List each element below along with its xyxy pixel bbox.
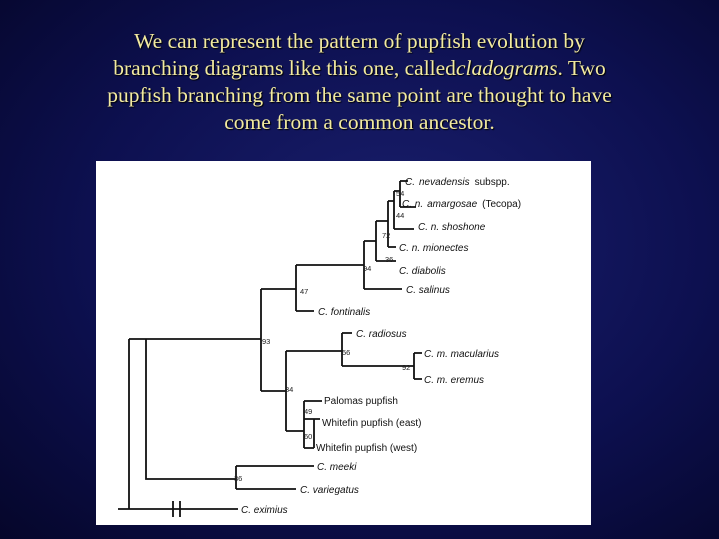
support-value: 94 [363,264,371,273]
node-92-branch [342,352,422,380]
support-value: 36 [234,474,242,483]
taxon-label-amargosae: C. n. amargosae (Tecopa) [402,199,521,210]
support-values: 54 44 72 36 94 47 93 56 92 34 49 60 36 [234,189,410,483]
taxon-label-nevadensis: C. nevadensis subspp. [405,177,510,188]
support-value: 36 [385,255,393,264]
node-47-branch [261,265,314,312]
taxon-label-diabolis: C. diabolis [399,266,446,277]
caption-term-cladograms: cladograms [455,56,558,80]
caption-line-2-start: branching diagrams like this one, called [113,56,456,80]
support-value: 49 [304,407,312,416]
node-94-branch [296,241,402,290]
taxon-label-amargosae-locality: (Tecopa) [482,199,521,210]
caption-line-2: branching diagrams like this one, called… [0,55,719,82]
root-node-branch [118,338,176,510]
node-44-branch [388,191,414,230]
taxon-label-macularius: C. m. macularius [424,349,499,360]
taxon-label-radiosus: C. radiosus [356,329,407,340]
cladogram-figure: 54 44 72 36 94 47 93 56 92 34 49 60 36 C… [96,161,591,525]
taxon-label-nevadensis-species: nevadensis [419,177,470,188]
taxon-label-shoshone: C. n. shoshone [418,222,486,233]
taxon-label-whitefin-west: Whitefin pupfish (west) [316,443,417,454]
node-49-branch [286,400,322,448]
taxon-label-eximius: C. eximius [241,505,288,516]
node-54-branch [394,180,416,208]
taxon-label-nevadensis-genus: C. [405,177,415,188]
taxon-label-nevadensis-rank: subspp. [475,177,510,188]
cladogram-tree: 54 44 72 36 94 47 93 56 92 34 49 60 36 C… [118,177,521,517]
taxon-label-meeki: C. meeki [317,462,357,473]
support-value: 60 [304,432,312,441]
caption-line-1: We can represent the pattern of pupfish … [134,29,585,53]
support-value: 34 [285,385,293,394]
cladogram-branches [118,180,422,517]
taxon-label-eremus: C. m. eremus [424,375,484,386]
taxon-labels: C. nevadensis subspp. C. n. amargosae (Tecop… [241,177,521,516]
slide-caption: We can represent the pattern of pupfish … [0,28,719,136]
node-60-branch [304,418,320,449]
support-value: 56 [342,348,350,357]
caption-line-2-end: . Two [557,56,606,80]
support-value: 47 [300,287,308,296]
taxon-label-palomas: Palomas pupfish [324,396,398,407]
node-36-branch [376,201,396,248]
caption-line-4: come from a common ancestor. [224,110,495,134]
node-34-branch [261,351,287,431]
node-93-branch [146,289,262,391]
node-56-branch [286,332,352,366]
node-72-branch [364,221,396,262]
taxon-label-fontinalis: C. fontinalis [318,307,370,318]
support-value: 72 [382,231,390,240]
taxon-label-mionectes: C. n. mionectes [399,243,468,254]
taxon-label-amargosae-species: amargosae [427,199,477,210]
meeki-variegatus-clade-branch [145,339,314,490]
support-value: 54 [396,189,404,198]
taxon-label-variegatus: C. variegatus [300,485,359,496]
taxon-label-salinus: C. salinus [406,285,450,296]
caption-line-3: pupfish branching from the same point ar… [107,83,612,107]
taxon-label-amargosae-genus: C. n. [402,199,423,210]
support-value: 44 [396,211,404,220]
support-value: 93 [262,337,270,346]
support-value: 92 [402,363,410,372]
taxon-label-whitefin-east: Whitefin pupfish (east) [322,418,422,429]
